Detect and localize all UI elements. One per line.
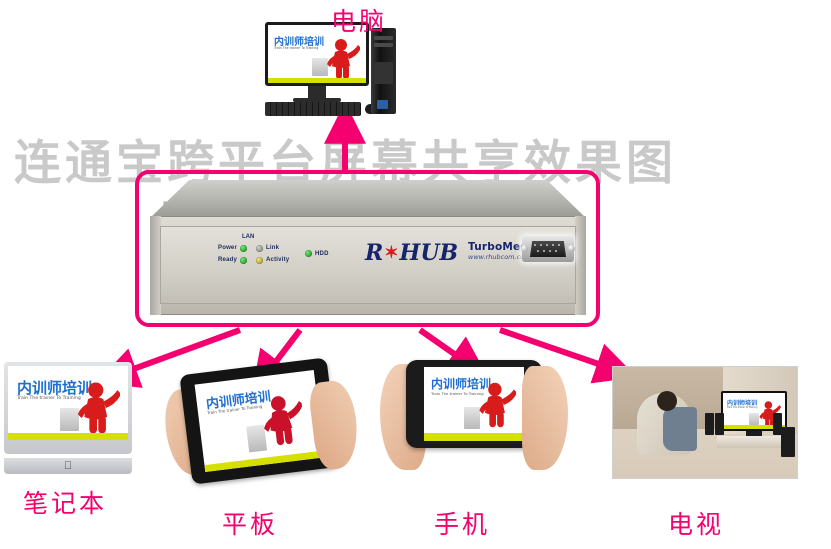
apple-logo-icon:  bbox=[64, 460, 72, 472]
slide-accent-bar bbox=[723, 425, 785, 429]
device-phone: 内训师培训 Train The trainer To Training bbox=[380, 358, 568, 476]
led-label-link: Link bbox=[266, 245, 280, 251]
rhub-logo-star-icon: ✶ bbox=[384, 243, 399, 263]
tv-cabinet bbox=[717, 436, 791, 448]
subwoofer bbox=[781, 427, 795, 457]
led-activity-indicator bbox=[256, 256, 264, 264]
tv-bezel: 内训师培训 Train The trainer To Training bbox=[721, 391, 787, 431]
led-link-indicator bbox=[256, 244, 264, 252]
device-computer: 内训师培训 Train The trainer To Training bbox=[265, 22, 396, 118]
slide-accent-bar bbox=[204, 450, 325, 473]
seated-viewer bbox=[663, 407, 697, 451]
screen-slide-phone: 内训师培训 Train The trainer To Training bbox=[424, 367, 524, 441]
led-cluster: LAN Power Link Ready Activity bbox=[218, 234, 289, 266]
led-label-activity: Activity bbox=[266, 257, 290, 263]
imac-chin:  bbox=[4, 458, 132, 474]
slide-podium bbox=[312, 58, 328, 76]
viewer-head bbox=[657, 391, 677, 411]
monitor-base bbox=[293, 98, 341, 102]
hand-right bbox=[522, 366, 568, 470]
imac-bezel: 内训师培训 Train The trainer To Training bbox=[4, 362, 132, 454]
keyboard bbox=[265, 102, 361, 116]
screen-slide-computer: 内训师培训 Train The trainer To Training bbox=[268, 25, 366, 83]
slide-subtitle: Train The trainer To Training bbox=[431, 391, 484, 396]
led-label-hdd: HDD bbox=[315, 250, 329, 257]
led-hdd-indicator bbox=[305, 250, 312, 257]
phone-bezel: 内训师培训 Train The trainer To Training bbox=[406, 360, 542, 448]
monitor-stand bbox=[308, 86, 326, 99]
device-laptop: 内训师培训 Train The trainer To Training  bbox=[4, 362, 132, 474]
speaker-left bbox=[705, 413, 714, 435]
slide-title: 内训师培训 bbox=[17, 379, 93, 397]
slide-speaker-figure bbox=[264, 396, 304, 446]
slide-speaker-figure bbox=[77, 382, 120, 434]
device-tablet: 内训师培训 Train The trainer To Training bbox=[161, 357, 362, 492]
slide-podium bbox=[60, 408, 79, 431]
led-ready-indicator bbox=[240, 256, 248, 264]
speaker-center bbox=[715, 413, 724, 435]
slide-speaker-figure bbox=[327, 39, 360, 79]
led-label-power: Power bbox=[218, 245, 238, 251]
label-computer: 电脑 bbox=[331, 7, 388, 36]
slide-subtitle: Train The trainer To Training bbox=[17, 396, 81, 401]
slide-subtitle: Train The trainer To Training bbox=[727, 406, 758, 409]
slide-title: 内训师培训 bbox=[727, 400, 758, 407]
tv-stand bbox=[746, 431, 762, 436]
led-row-ready-activity: Ready Activity bbox=[218, 254, 289, 266]
rhub-appliance: LAN Power Link Ready Activity HDD R✶HUB … bbox=[150, 180, 586, 315]
monitor-bezel: 内训师培训 Train The trainer To Training bbox=[265, 22, 369, 86]
slide-podium bbox=[749, 413, 759, 425]
screen-slide-tablet: 内训师培训 Train The trainer To Training bbox=[194, 370, 325, 473]
slide-podium bbox=[464, 407, 480, 429]
rhub-highlight-frame bbox=[135, 170, 600, 327]
speaker-right bbox=[773, 413, 782, 435]
led-label-ready: Ready bbox=[218, 257, 238, 263]
appliance-right-edge bbox=[575, 216, 586, 315]
rhub-logo-hub: HUB bbox=[399, 240, 459, 266]
arrow-to-laptop bbox=[96, 327, 242, 388]
slide-speaker-figure bbox=[759, 401, 781, 427]
rhub-logo: R✶HUB bbox=[365, 240, 458, 266]
screen-slide-laptop: 内训师培训 Train The trainer To Training bbox=[8, 366, 128, 440]
device-tv: 内训师培训 Train The trainer To Training bbox=[612, 366, 798, 479]
screen-slide-tv: 内训师培训 Train The trainer To Training bbox=[723, 393, 785, 429]
label-tv: 电视 bbox=[668, 510, 725, 539]
tablet-bezel: 内训师培训 Train The trainer To Training bbox=[179, 357, 340, 485]
slide-title: 内训师培训 bbox=[431, 377, 492, 391]
appliance-top-panel bbox=[150, 180, 586, 218]
slide-accent-bar bbox=[8, 433, 128, 440]
product-url: www.rhubcom.com bbox=[468, 253, 531, 261]
led-row-power-link: Power Link bbox=[218, 242, 289, 254]
led-power-indicator bbox=[240, 244, 248, 252]
led-label-lan: LAN bbox=[242, 234, 255, 240]
pc-tower bbox=[371, 28, 396, 114]
slide-accent-bar bbox=[268, 78, 366, 83]
rhub-logo-r: R bbox=[365, 240, 384, 266]
serial-port-db9 bbox=[521, 236, 575, 262]
slide-speaker-figure bbox=[479, 382, 516, 428]
appliance-left-edge bbox=[150, 216, 161, 315]
slide-subtitle: Train The trainer To Training bbox=[274, 46, 319, 50]
led-row-hdd: HDD bbox=[305, 250, 329, 257]
label-phone: 手机 bbox=[434, 510, 491, 539]
serial-port-socket bbox=[530, 241, 566, 257]
label-laptop: 笔记本 bbox=[23, 489, 108, 518]
appliance-front-inset bbox=[160, 226, 576, 304]
slide-title: 内训师培训 bbox=[274, 37, 324, 48]
slide-accent-bar bbox=[424, 433, 524, 441]
label-tablet: 平板 bbox=[222, 510, 279, 539]
